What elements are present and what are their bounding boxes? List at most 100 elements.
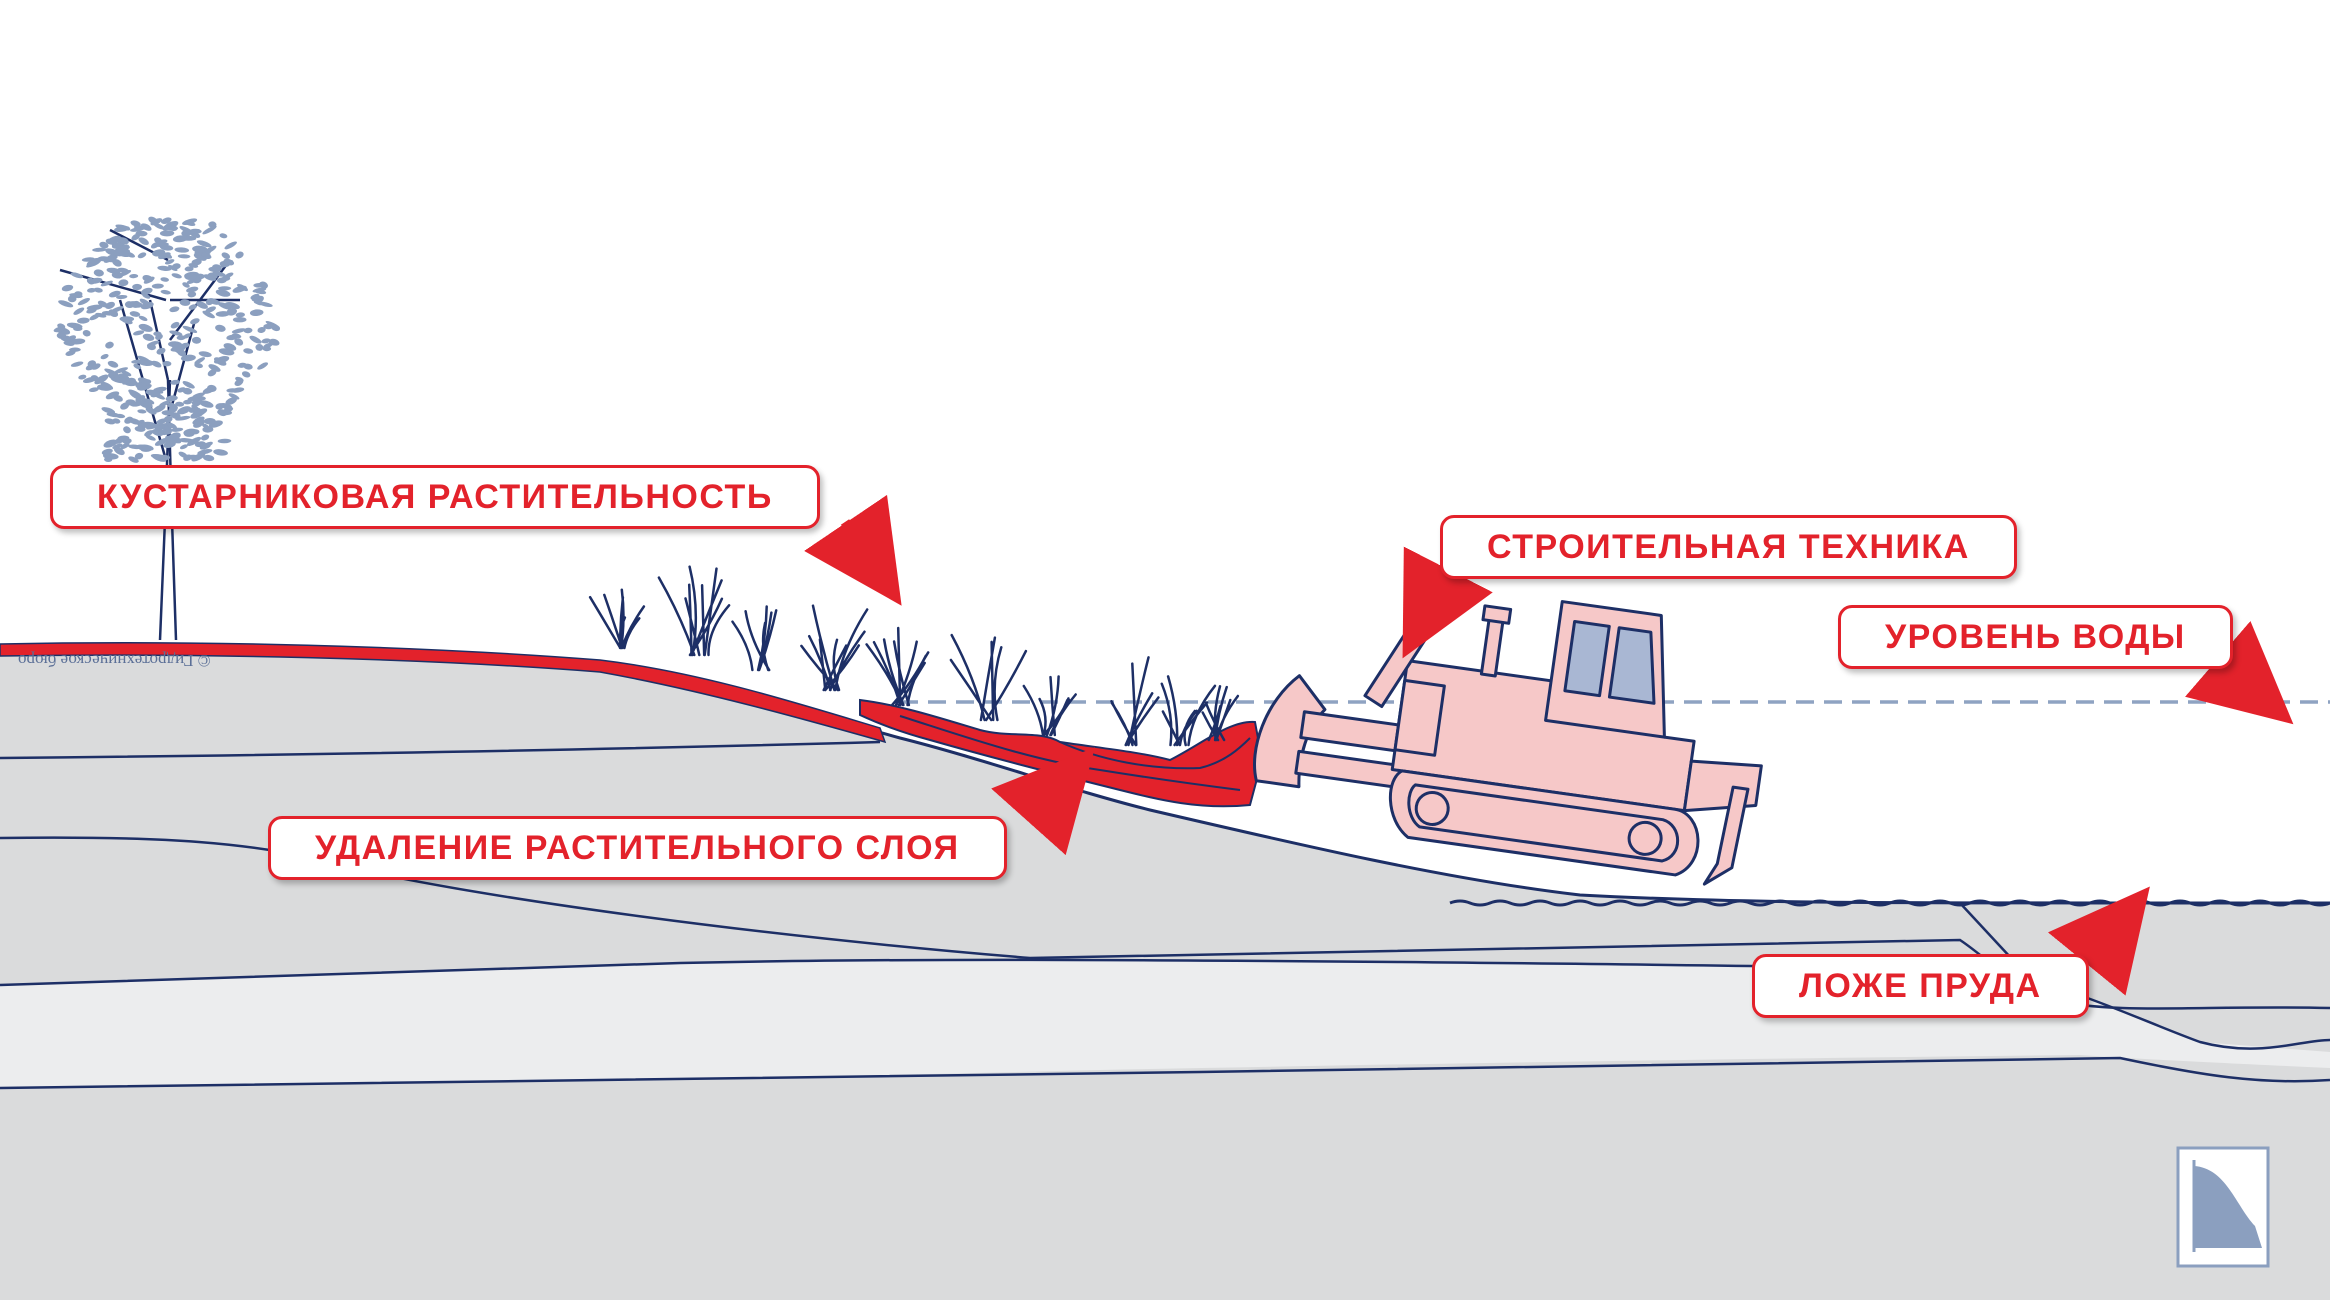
leaf bbox=[265, 320, 280, 329]
leaf bbox=[159, 244, 174, 251]
leaf bbox=[190, 409, 205, 419]
leaf bbox=[107, 360, 119, 368]
leaf bbox=[114, 367, 128, 374]
leaf bbox=[183, 399, 193, 405]
track-wheel bbox=[1627, 820, 1663, 856]
leaf bbox=[180, 342, 190, 349]
leaf bbox=[151, 283, 164, 289]
label-shrub-vegetation: КУСТАРНИКОВАЯ РАСТИТЕЛЬНОСТЬ bbox=[50, 465, 820, 529]
leaf bbox=[145, 434, 156, 441]
leaf bbox=[58, 300, 74, 308]
leaf bbox=[179, 299, 191, 306]
leaf bbox=[194, 362, 203, 369]
leaf bbox=[138, 323, 153, 332]
leaf bbox=[159, 230, 175, 237]
leaf bbox=[207, 384, 217, 392]
leaf bbox=[78, 374, 87, 380]
leaf bbox=[127, 301, 143, 308]
leaf bbox=[213, 449, 228, 456]
leaf bbox=[219, 233, 228, 239]
leaf bbox=[249, 309, 264, 317]
leaf bbox=[218, 302, 232, 310]
track-wheel bbox=[1414, 790, 1450, 826]
leaf bbox=[153, 388, 164, 394]
leaf bbox=[117, 435, 130, 441]
leaf bbox=[82, 329, 91, 337]
leaf bbox=[73, 307, 85, 315]
leaf bbox=[235, 251, 244, 259]
leaf bbox=[63, 341, 75, 346]
leaf bbox=[141, 287, 153, 295]
leaf bbox=[193, 407, 201, 415]
leaf bbox=[137, 252, 147, 259]
leaf bbox=[153, 222, 165, 230]
leaf bbox=[138, 237, 149, 245]
leaf bbox=[85, 363, 97, 371]
leaf bbox=[194, 357, 206, 365]
leaf bbox=[184, 266, 194, 272]
leaf bbox=[120, 316, 133, 325]
leaf bbox=[218, 286, 232, 291]
bulldozer bbox=[1253, 578, 1763, 886]
leaf bbox=[105, 391, 120, 400]
leaf bbox=[99, 241, 109, 249]
leaf bbox=[199, 441, 213, 450]
leaf bbox=[145, 406, 157, 415]
exhaust-pipe bbox=[1479, 615, 1505, 678]
leaf bbox=[118, 270, 132, 277]
leaf bbox=[101, 407, 116, 414]
leaf bbox=[174, 247, 190, 253]
leaf bbox=[214, 357, 227, 366]
leaf bbox=[168, 341, 182, 348]
leaf bbox=[187, 291, 197, 298]
leaf bbox=[188, 304, 197, 310]
leaf bbox=[212, 264, 222, 271]
grass-tuft bbox=[1160, 675, 1217, 747]
leaf bbox=[115, 244, 130, 253]
leaf bbox=[120, 442, 130, 450]
leaf bbox=[157, 265, 172, 271]
leaf bbox=[109, 306, 124, 314]
leaf bbox=[128, 456, 139, 463]
grass-tuft bbox=[1022, 675, 1077, 737]
leaf bbox=[106, 235, 122, 245]
ripper-shank bbox=[1702, 785, 1750, 886]
leaf bbox=[188, 263, 199, 268]
leaf bbox=[202, 310, 215, 319]
leaf bbox=[169, 306, 180, 313]
grass-tuft bbox=[800, 604, 869, 692]
leaf bbox=[123, 426, 131, 434]
leaf bbox=[249, 335, 262, 344]
soil-layer-line-3 bbox=[0, 958, 2330, 1050]
topsoil-strip bbox=[0, 642, 887, 744]
cab-window bbox=[1607, 626, 1656, 705]
leaf bbox=[61, 284, 74, 292]
leaf bbox=[135, 395, 146, 403]
leaf bbox=[106, 267, 121, 274]
leaf bbox=[220, 260, 233, 268]
leaf bbox=[170, 321, 180, 329]
leaf bbox=[179, 444, 188, 450]
watermark-text: © Гидротехническое бюро bbox=[18, 651, 211, 670]
leaf bbox=[200, 434, 210, 441]
arrow-water-level bbox=[2185, 621, 2294, 725]
label-topsoil-removal: УДАЛЕНИЕ РАСТИТЕЛЬНОГО СЛОЯ bbox=[268, 816, 1007, 880]
leaf bbox=[178, 451, 188, 458]
leaf bbox=[225, 397, 237, 405]
leaf bbox=[120, 402, 130, 410]
leaf bbox=[146, 340, 160, 347]
leaf bbox=[175, 401, 185, 407]
leaf bbox=[151, 360, 162, 368]
leaf bbox=[138, 315, 148, 322]
leaf bbox=[120, 376, 130, 384]
leaf bbox=[130, 220, 141, 227]
leaf bbox=[128, 444, 143, 450]
label-water-level: УРОВЕНЬ ВОДЫ bbox=[1838, 605, 2233, 669]
leaf bbox=[100, 280, 113, 287]
soil-layer-line-1 bbox=[0, 740, 881, 760]
leaf bbox=[177, 438, 194, 443]
leaf bbox=[199, 400, 214, 408]
leaf bbox=[88, 387, 99, 393]
arrow-shrubs bbox=[804, 494, 902, 606]
leaf bbox=[192, 416, 205, 425]
